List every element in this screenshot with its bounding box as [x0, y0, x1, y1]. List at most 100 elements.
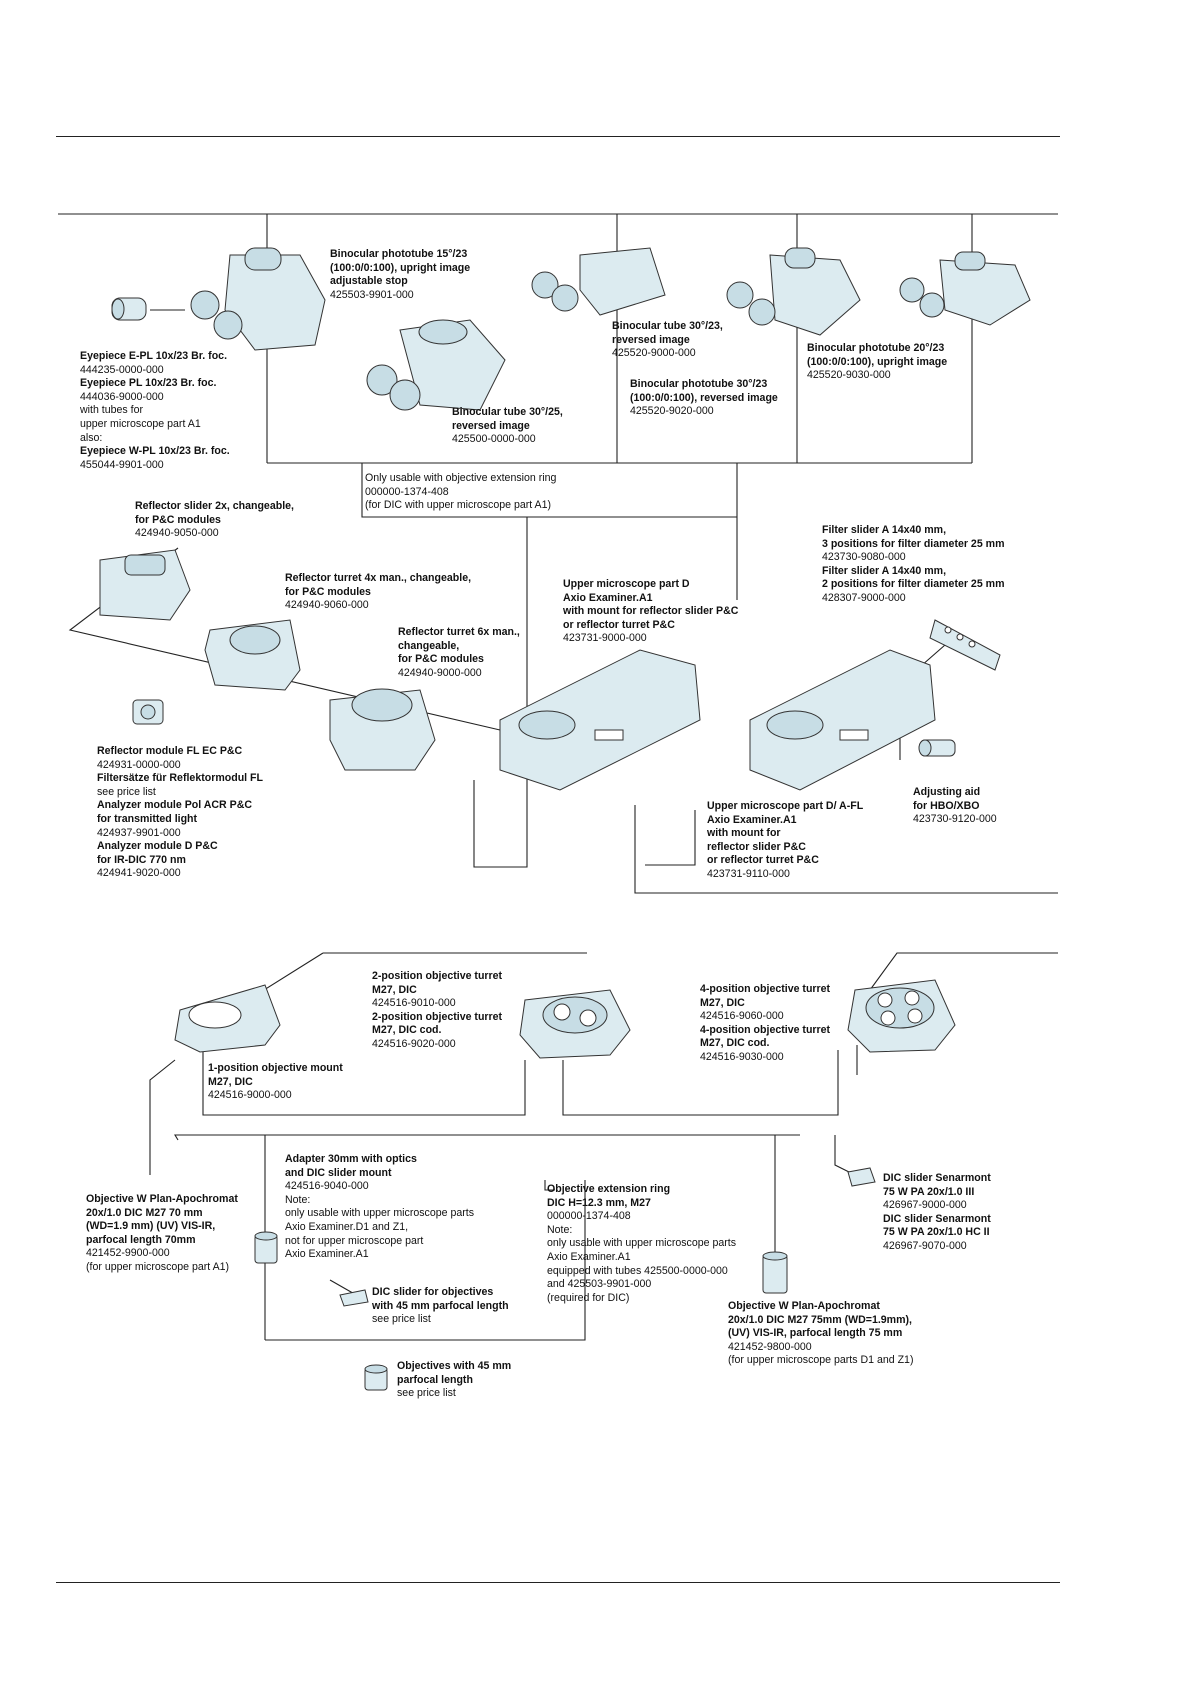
- label-detail-line: 425500-0000-000: [452, 433, 536, 446]
- label-title-line: M27, DIC cod.: [372, 1024, 442, 1037]
- label-refl-slider: Reflector slider 2x, changeable,for P&C …: [135, 500, 294, 541]
- label-title-line: for P&C modules: [285, 585, 371, 598]
- dic-slider-icon: [339, 1289, 369, 1307]
- label-title-line: 20x/1.0 DIC M27 75mm (WD=1.9mm),: [728, 1313, 912, 1326]
- label-detail-line: Axio Examiner.A1: [547, 1250, 631, 1263]
- label-title-line: Eyepiece PL 10x/23 Br. foc.: [80, 377, 217, 390]
- label-title-line: changeable,: [398, 639, 460, 652]
- label-title-line: reversed image: [612, 333, 690, 346]
- label-title-line: Reflector turret 4x man., changeable,: [285, 572, 472, 584]
- label-title-line: DIC H=12.3 mm, M27: [547, 1196, 651, 1209]
- binocular-phototube-icon: [726, 247, 861, 336]
- label-title-line: 20x/1.0 DIC M27 70 mm: [86, 1206, 203, 1219]
- label-title-line: with mount for reflector slider P&C: [563, 605, 739, 618]
- label-detail-line: see price list: [97, 785, 156, 798]
- objective-mount-icon: [174, 984, 281, 1053]
- label-title-line: Binocular tube 30°/23,: [612, 320, 723, 332]
- label-title-line: Adjusting aid: [913, 786, 981, 798]
- label-eyepieces: Eyepiece E-PL 10x/23 Br. foc.444235-0000…: [80, 350, 230, 472]
- label-title-line: (100:0/0:100), upright image: [330, 261, 471, 274]
- label-title-line: (WD=1.9 mm) (UV) VIS-IR,: [86, 1220, 216, 1233]
- label-title-line: Objective W Plan-Apochromat: [728, 1300, 880, 1312]
- reflector-turret-icon: [329, 688, 436, 771]
- label-detail-line: 423730-9120-000: [913, 813, 997, 826]
- label-detail-line: 426967-9000-000: [883, 1199, 967, 1212]
- reflector-module-icon: [132, 699, 164, 725]
- label-detail-line: 424516-9040-000: [285, 1180, 369, 1193]
- label-detail-line: 423731-9000-000: [563, 632, 647, 645]
- label-title-line: DIC slider for objectives: [372, 1286, 494, 1298]
- label-title-line: DIC slider Senarmont: [883, 1212, 991, 1225]
- label-detail-line: equipped with tubes 425500-0000-000: [547, 1264, 728, 1277]
- label-detail-line: 444036-9000-000: [80, 390, 164, 403]
- eyepiece-icon: [111, 297, 147, 321]
- label-detail-line: 428307-9000-000: [822, 591, 906, 604]
- label-title-line: Reflector module FL EC P&C: [97, 745, 243, 757]
- label-title-line: 4-position objective turret: [700, 983, 831, 995]
- bottom-rule: [56, 1582, 1060, 1583]
- label-detail-line: Note:: [285, 1193, 311, 1206]
- label-detail-line: 421452-9900-000: [86, 1247, 170, 1260]
- filter-slider-icon: [929, 619, 1001, 671]
- label-detail-line: 424516-9000-000: [208, 1089, 292, 1102]
- objective-icon: [762, 1251, 788, 1294]
- label-detail-line: 426967-9070-000: [883, 1239, 967, 1252]
- label-title-line: DIC slider Senarmont: [883, 1172, 991, 1184]
- label-refl-turret-4x: Reflector turret 4x man., changeable,for…: [285, 572, 471, 613]
- label-title-line: 2 positions for filter diameter 25 mm: [822, 578, 1005, 591]
- label-title-line: 75 W PA 20x/1.0 III: [883, 1185, 975, 1198]
- label-phototube-20: Binocular phototube 20°/23(100:0/0:100),…: [807, 342, 947, 383]
- label-title-line: Binocular phototube 20°/23: [807, 342, 945, 354]
- label-detail-line: only usable with upper microscope parts: [285, 1207, 475, 1220]
- objective-icon: [254, 1231, 278, 1264]
- label-title-line: Eyepiece W-PL 10x/23 Br. foc.: [80, 445, 230, 458]
- label-detail-line: only usable with upper microscope parts: [547, 1237, 737, 1250]
- label-title-line: (100:0/0:100), reversed image: [630, 391, 778, 404]
- upper-microscope-part-icon: [499, 649, 701, 791]
- label-detail-line: see price list: [397, 1387, 456, 1400]
- label-title-line: (100:0/0:100), upright image: [807, 355, 948, 368]
- label-ext-ring-note: Only usable with objective extension rin…: [365, 472, 556, 513]
- label-title-line: or reflector turret P&C: [563, 618, 675, 631]
- label-title-line: for P&C modules: [398, 653, 484, 666]
- label-title-line: for HBO/XBO: [913, 799, 980, 812]
- label-detail-line: Only usable with objective extension rin…: [365, 472, 557, 484]
- label-detail-line: with tubes for: [80, 404, 144, 417]
- label-title-line: Objective W Plan-Apochromat: [86, 1193, 238, 1205]
- label-phototube-15: Binocular phototube 15°/23(100:0/0:100),…: [330, 248, 470, 302]
- device-illustrations: [99, 247, 1031, 1391]
- label-title-line: Binocular phototube 30°/23: [630, 378, 768, 390]
- binocular-phototube-icon: [190, 247, 326, 351]
- label-detail-line: 424516-9010-000: [372, 997, 456, 1010]
- label-title-line: with mount for: [707, 827, 781, 840]
- label-title-line: (UV) VIS-IR, parfocal length 75 mm: [728, 1327, 903, 1340]
- adjusting-aid-icon: [918, 739, 956, 757]
- label-title-line: reversed image: [452, 419, 530, 432]
- label-detail-line: 424516-9030-000: [700, 1050, 784, 1063]
- label-detail-line: 424940-9000-000: [398, 666, 482, 679]
- label-detail-line: 423731-9110-000: [707, 867, 790, 880]
- label-title-line: Adapter 30mm with optics: [285, 1153, 417, 1165]
- label-title-line: for P&C modules: [135, 513, 221, 526]
- label-detail-line: and 425503-9901-000: [547, 1278, 652, 1291]
- label-title-line: M27, DIC: [372, 983, 417, 996]
- label-detail-line: (for upper microscope part A1): [86, 1260, 230, 1273]
- dic-slider-icon: [847, 1167, 876, 1187]
- label-detail-line: upper microscope part A1: [80, 417, 201, 430]
- objective-turret-icon: [847, 979, 956, 1053]
- label-detail-line: 424940-9060-000: [285, 599, 369, 612]
- label-title-line: parfocal length 70mm: [86, 1233, 196, 1246]
- label-detail-line: 424940-9050-000: [135, 527, 219, 540]
- label-detail-line: Axio Examiner.A1: [285, 1248, 369, 1261]
- label-detail-line: 423730-9080-000: [822, 551, 906, 564]
- label-detail-line: 455044-9901-000: [80, 458, 164, 471]
- label-detail-line: (for upper microscope parts D1 and Z1): [728, 1354, 914, 1367]
